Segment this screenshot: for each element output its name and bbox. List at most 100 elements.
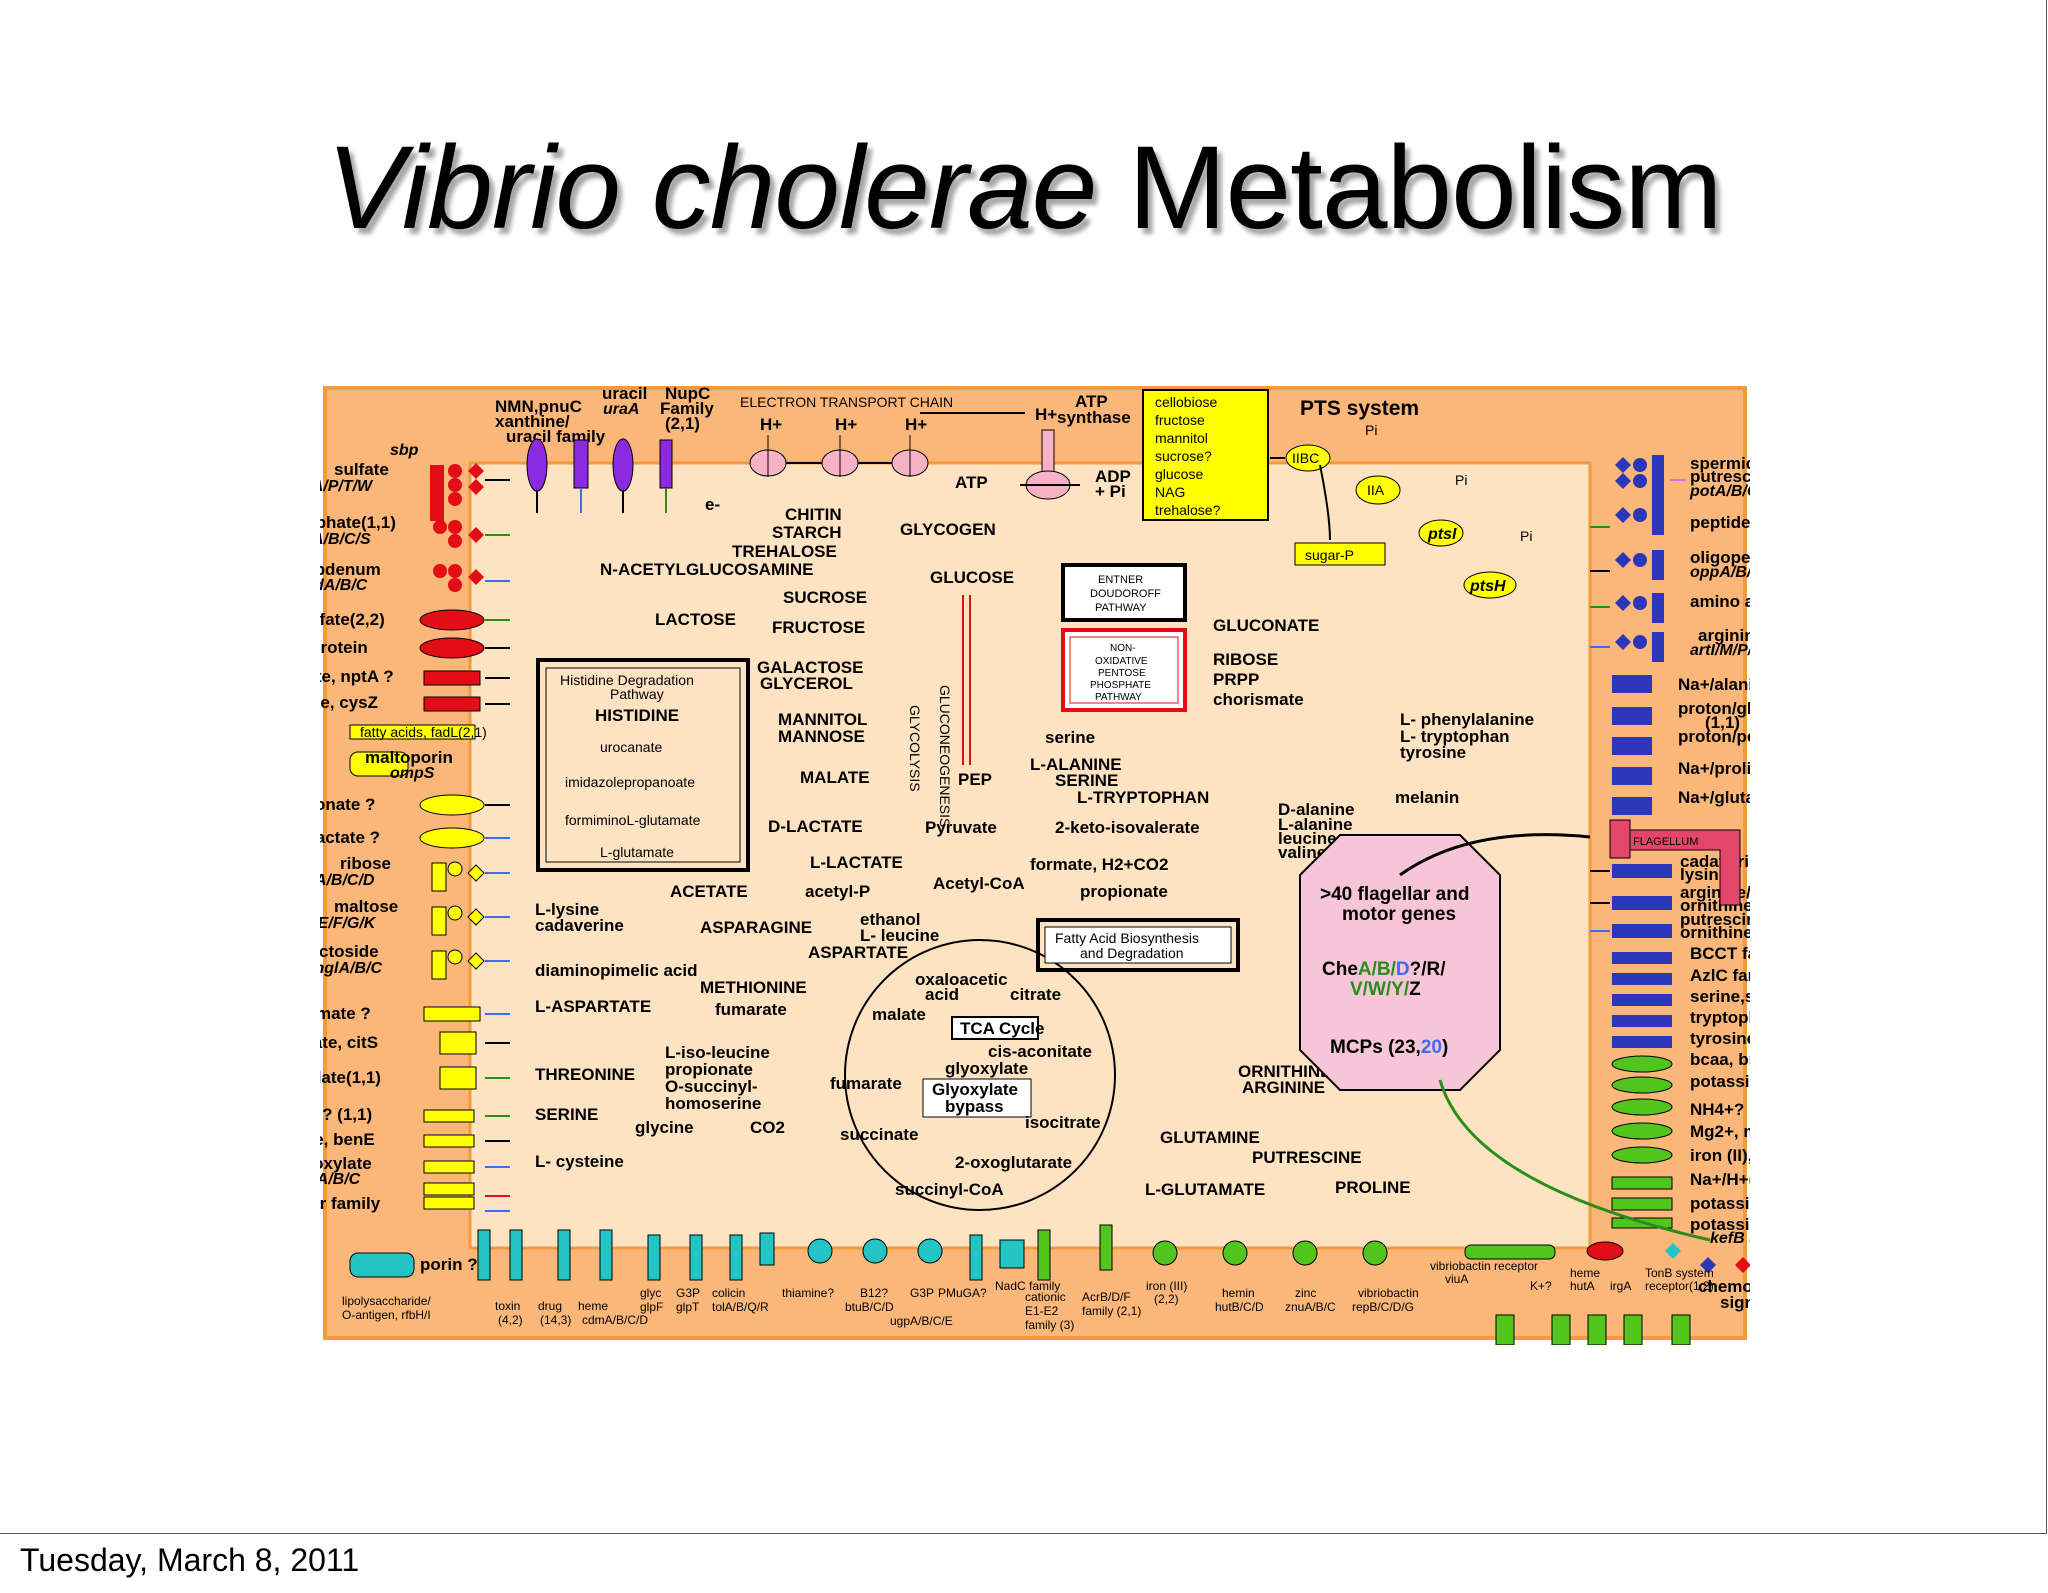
- bottom-label-36: heme: [1570, 1266, 1600, 1280]
- metabolism-diagram: xanthine/ uracil family NMN,pnuC uracil …: [320, 385, 1750, 1345]
- bottom-label-3: drug: [538, 1299, 562, 1313]
- right-label-30: iron (II), feoA/B: [1690, 1146, 1750, 1165]
- right-label-21: BCCT family: [1690, 944, 1750, 963]
- bottom-label-5: (4,2): [498, 1313, 523, 1327]
- nupc-label: NupC: [665, 385, 710, 403]
- bottom-label-40: TonB system: [1645, 1266, 1714, 1280]
- left-label-4: pstA/B/C/S: [320, 531, 371, 548]
- bottom-label-23: family (3): [1025, 1318, 1074, 1332]
- glycolysis-label: GLYCOLYSIS: [907, 705, 923, 792]
- glycogen: GLYCOGEN: [900, 520, 996, 539]
- transporter-purple-4: [659, 439, 673, 489]
- right-label-2: potA/B/C/D: [1689, 483, 1750, 500]
- flagellum-label: FLAGELLUM: [1633, 836, 1698, 848]
- pi-label: + Pi: [1095, 482, 1126, 501]
- right-label-4: oligopeptides: [1690, 548, 1750, 567]
- atp-synthase: [1020, 429, 1080, 500]
- pts-sugars-box: [1142, 389, 1269, 521]
- fructose: FRUCTOSE: [772, 618, 865, 637]
- aa-l-lysine: L-lysine: [535, 900, 599, 919]
- left-transporters: [349, 463, 485, 1278]
- pts-sugar-p: sugar-P: [1305, 547, 1354, 563]
- pts-pi-3: Pi: [1520, 528, 1532, 544]
- right-label-24: tryptophan,mtr: [1690, 1008, 1750, 1027]
- left-label-9: phosphate, nptA ?: [320, 667, 394, 686]
- left-label-16: ribose: [340, 854, 391, 873]
- threonine: THREONINE: [535, 1065, 635, 1084]
- pts-sugar-p-box: [1294, 542, 1386, 566]
- aa-homoserine: homoserine: [665, 1094, 761, 1113]
- right-label-29: Mg2+, mgt,(2,1): [1690, 1122, 1750, 1141]
- left-label-21: mglA/B/C: [320, 960, 382, 977]
- left-label-20: galactoside: [320, 942, 379, 961]
- pts-ptsh: [1463, 571, 1517, 599]
- putrescine: PUTRESCINE: [1252, 1148, 1362, 1167]
- left-label-7: sulfate(2,2): [320, 610, 385, 629]
- right-label-12: proton/peptide family: [1678, 727, 1750, 746]
- bottom-label-38: irgA: [1610, 1279, 1631, 1293]
- aa-glycine: glycine: [635, 1118, 694, 1137]
- l-phenylalanine: L- phenylalanine: [1400, 710, 1534, 729]
- pts-sugar-2: mannitol: [1155, 430, 1208, 446]
- lactose: LACTOSE: [655, 610, 736, 629]
- uracil-family-label: uracil family: [506, 427, 606, 446]
- keto-isovalerate: 2-keto-isovalerate: [1055, 818, 1200, 837]
- gluconeogenesis-label: GLUCONEOGENESIS: [937, 685, 953, 827]
- bottom-label-12: glpT: [676, 1300, 700, 1314]
- uraa-label: uraA: [603, 401, 639, 418]
- nonox-3: PENTOSE: [1098, 668, 1146, 679]
- flagella-genes-2: motor genes: [1342, 904, 1456, 925]
- propionate-top: propionate: [1080, 882, 1168, 901]
- formate-h2: formate, H2+CO2: [1030, 855, 1168, 874]
- left-label-8: Pho4 family protein: [320, 638, 368, 657]
- ed-3: PATHWAY: [1095, 602, 1147, 614]
- flagella-genes-1: >40 flagellar and: [1320, 884, 1469, 905]
- flagella-module: >40 flagellar and motor genes CheA/B/D?/…: [1299, 819, 1741, 1242]
- gluconate: GLUCONATE: [1213, 616, 1319, 635]
- aa-propionate: propionate: [665, 1060, 753, 1079]
- d-alanine: D-alanine: [1278, 800, 1355, 819]
- bottom-label-4: heme: [578, 1299, 608, 1313]
- right-label-32: potassium, kup: [1690, 1194, 1750, 1213]
- tca-bypass-1: Glyoxylate: [932, 1080, 1018, 1099]
- page-title: Vibrio cholerae Metabolism: [0, 120, 2048, 256]
- bottom-label-7: cdmA/B/C/D: [582, 1313, 648, 1327]
- aa-o-succinyl: O-succinyl-: [665, 1077, 758, 1096]
- right-label-3: peptides (3,1): [1690, 513, 1750, 532]
- starch: STARCH: [772, 523, 842, 542]
- tca-succinyl-coa: succinyl-CoA: [895, 1180, 1004, 1199]
- xanthine-label: xanthine/: [495, 412, 570, 431]
- histidine-pathway: Histidine Degradation Pathway HISTIDINE …: [536, 658, 750, 872]
- tca-oxaloacetic: oxaloacetic: [915, 970, 1008, 989]
- bottom-label-17: G3P: [910, 1286, 934, 1300]
- atp-label: ATP: [955, 473, 988, 492]
- transporter-purple-1: [526, 438, 548, 492]
- chitin: CHITIN: [785, 505, 842, 524]
- che-z: Z: [1409, 979, 1421, 1000]
- right-label-19: putrescine/: [1680, 910, 1750, 929]
- title-rest: Metabolism: [1096, 122, 1722, 254]
- right-label-9: Na+/alanine (3): [1678, 675, 1750, 694]
- uracil-label: uracil: [602, 385, 647, 403]
- bottom-label-29: hutB/C/D: [1215, 1300, 1264, 1314]
- bottom-label-26: iron (III): [1146, 1279, 1187, 1293]
- right-label-14: Na+/glutamate,gltS: [1678, 788, 1750, 807]
- bottom-label-14: thiamine?: [782, 1286, 834, 1300]
- bottom-label-8: glyc: [640, 1286, 661, 1300]
- tca-cycle-label: TCA Cycle: [960, 1019, 1044, 1038]
- nonox-5: PATHWAY: [1095, 692, 1142, 703]
- pts-sugar-3: sucrose?: [1155, 448, 1212, 464]
- bottom-label-0: lipolysaccharide/: [342, 1294, 431, 1308]
- bottom-label-35: viuA: [1445, 1272, 1468, 1286]
- mcps-close: ): [1442, 1037, 1448, 1058]
- bottom-label-37: hutA: [1570, 1279, 1595, 1293]
- footer-date: Tuesday, March 8, 2011: [20, 1542, 360, 1578]
- right-label-11: (1,1): [1705, 713, 1740, 732]
- bottom-label-42: chemotactic: [1698, 1277, 1750, 1296]
- bottom-label-6: (14,3): [540, 1313, 571, 1327]
- acetyl-coa: Acetyl-CoA: [933, 874, 1025, 893]
- malate: MALATE: [800, 768, 870, 787]
- ed-2: DOUDOROFF: [1090, 588, 1161, 600]
- left-label-15: L-lactate ?: [320, 828, 380, 847]
- nitrogen-metabolism: ORNITHINE ARGININE GLUTAMINE PUTRESCINE …: [1145, 1062, 1411, 1199]
